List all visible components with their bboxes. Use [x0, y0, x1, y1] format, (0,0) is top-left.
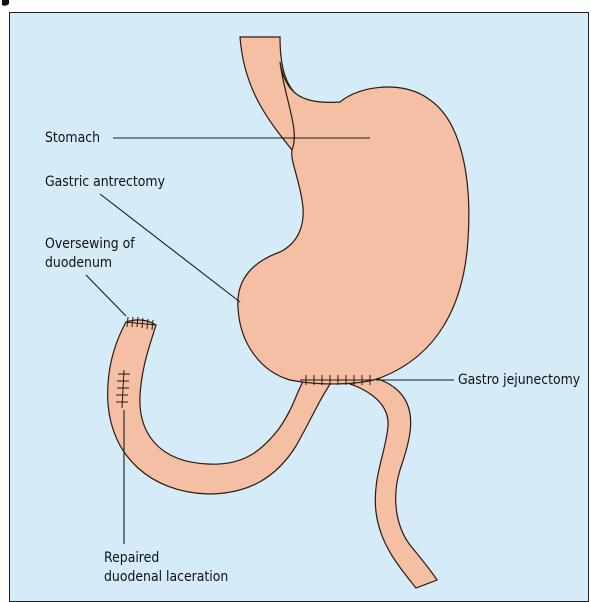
- oversewing-leader: [86, 275, 126, 316]
- label-stomach: Stomach: [45, 129, 100, 147]
- label-repaired-line2: duodenal laceration: [104, 568, 228, 586]
- jejunum-loop: [304, 375, 437, 588]
- label-gastro-jejunectomy: Gastro jejunectomy: [458, 371, 580, 389]
- label-oversewing-line1: Oversewing of: [45, 235, 135, 253]
- label-gastric-antrectomy: Gastric antrectomy: [45, 173, 165, 191]
- label-oversewing-line2: duodenum: [45, 254, 112, 272]
- label-repaired-line1: Repaired: [104, 549, 159, 567]
- cropped-heading-fragment: [2, 0, 9, 6]
